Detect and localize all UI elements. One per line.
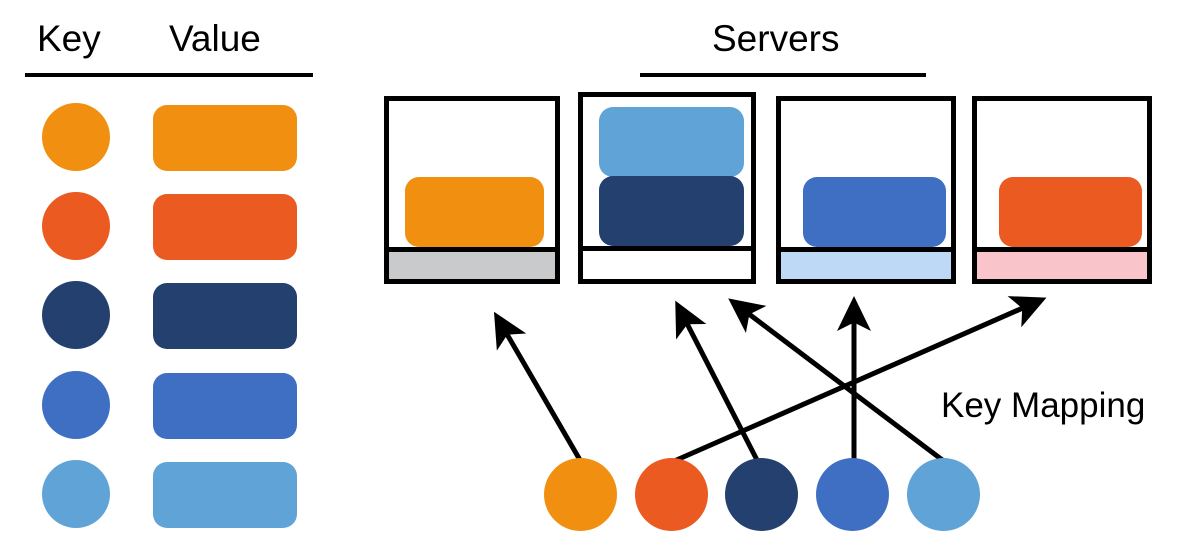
mapping-key-circle-5	[907, 458, 980, 531]
value-rect-1	[153, 105, 297, 171]
value-column-header: Value	[169, 18, 261, 59]
servers-title: Servers	[712, 18, 840, 59]
key-circle-4	[42, 371, 110, 439]
value-rect-4	[153, 373, 297, 439]
mapping-key-circle-3	[725, 458, 798, 531]
server-1-bar-separator	[384, 247, 560, 252]
key-circle-1	[42, 103, 110, 171]
server-2-load-bar	[583, 251, 751, 279]
arrow-key5-to-server2	[728, 298, 947, 464]
key-value-header-rule	[25, 73, 313, 77]
servers-title-rule	[640, 73, 926, 77]
server-1-contents	[384, 101, 560, 279]
mapping-key-circle-1	[544, 458, 617, 531]
server-4-load-bar	[977, 252, 1147, 279]
key-mapping-label: Key Mapping	[941, 386, 1146, 425]
value-rect-2	[153, 194, 297, 260]
server-3-contents	[776, 101, 956, 279]
server-4-contents	[972, 101, 1152, 279]
server-4-bar-separator	[972, 247, 1152, 252]
server-2-block-light-blue	[599, 107, 744, 177]
server-box-3[interactable]	[776, 96, 956, 284]
server-1-block-orange	[405, 177, 544, 247]
server-box-2[interactable]	[578, 92, 756, 284]
server-2-contents	[578, 97, 756, 279]
server-box-1[interactable]	[384, 96, 560, 284]
server-1-load-bar	[389, 252, 555, 279]
server-3-block-blue	[803, 177, 946, 247]
arrow-key2-to-server4	[670, 296, 1047, 465]
server-2-bar-separator	[578, 246, 756, 251]
arrow-key1-to-server1	[493, 311, 583, 462]
key-circle-3	[42, 281, 110, 349]
mapping-key-circle-4	[816, 458, 889, 531]
key-circle-5	[42, 460, 110, 528]
server-2-block-navy	[599, 176, 744, 246]
arrow-key3-to-server2	[675, 300, 760, 462]
server-4-block-orange-red	[999, 177, 1142, 247]
server-3-bar-separator	[776, 247, 956, 252]
value-rect-5	[153, 462, 297, 528]
value-rect-3	[153, 283, 297, 349]
server-box-4[interactable]	[972, 96, 1152, 284]
key-column-header: Key	[37, 18, 101, 59]
mapping-key-circle-2	[635, 458, 708, 531]
key-circle-2	[42, 192, 110, 260]
server-3-load-bar	[781, 252, 951, 279]
